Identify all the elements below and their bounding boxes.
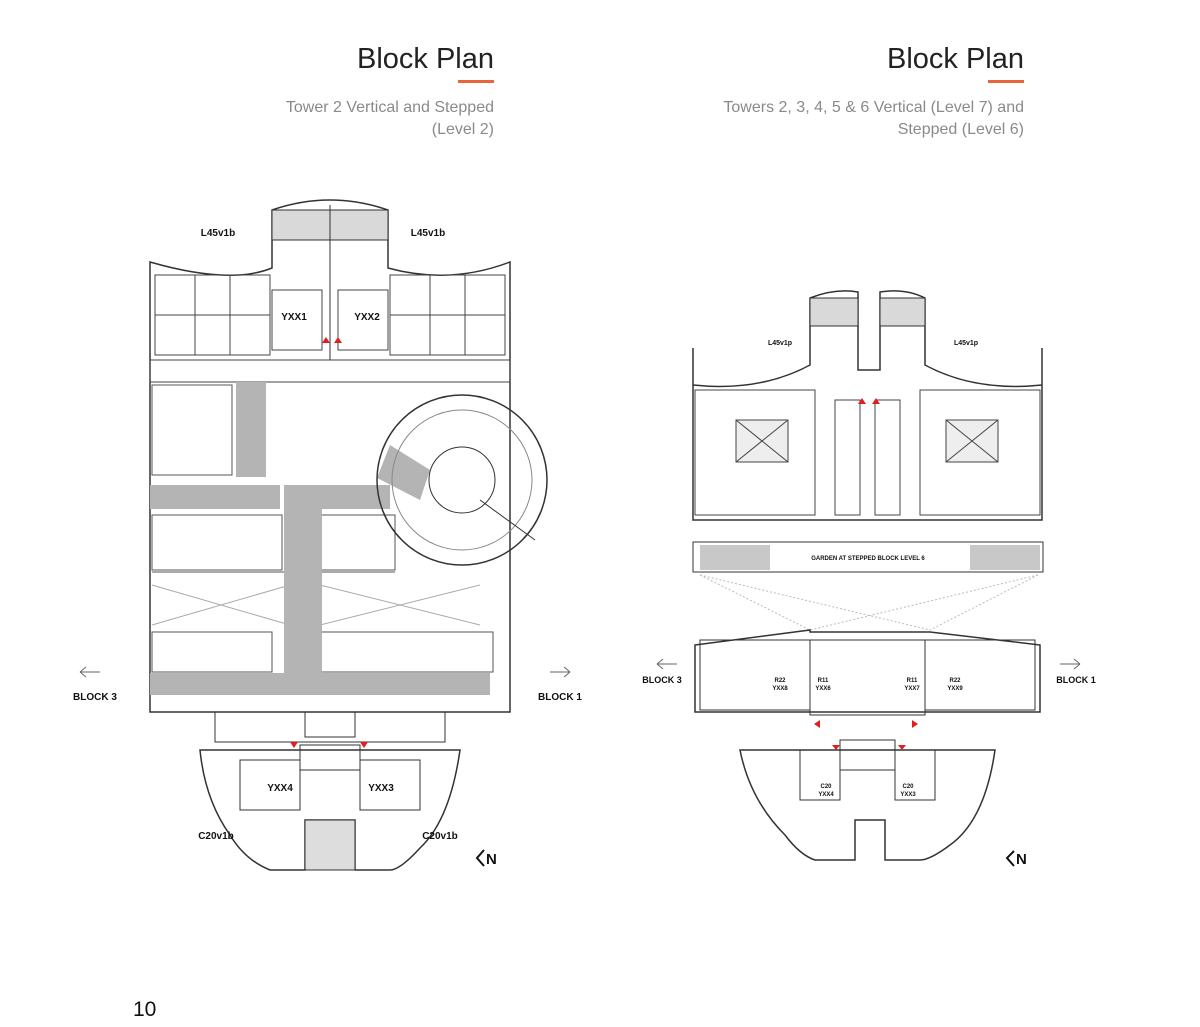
page-number: 10 — [133, 998, 157, 1021]
right-title-underline — [988, 80, 1024, 83]
left-north-label: N — [486, 851, 497, 868]
right-subtitle-line1: Towers 2, 3, 4, 5 & 6 Vertical (Level 7)… — [723, 99, 1024, 116]
right-arrow-block3 — [656, 658, 677, 670]
left-upper-unit-walls — [149, 274, 511, 383]
right-label-block-3: BLOCK 3 — [642, 675, 682, 685]
right-label-unit-top-right: L45v1p — [954, 340, 978, 347]
right-upper-unit-walls — [694, 389, 1041, 516]
left-title: Block Plan — [356, 43, 494, 75]
right-label-r11-left-code: YXX6 — [815, 686, 831, 692]
left-label-block-1: BLOCK 1 — [538, 692, 582, 703]
right-heading: Block Plan Towers 2, 3, 4, 5 & 6 Vertica… — [604, 42, 1024, 141]
left-label-block-3: BLOCK 3 — [73, 692, 117, 703]
left-floor-plan — [79, 199, 571, 871]
left-ramp — [376, 394, 548, 566]
left-north-chevron — [475, 849, 485, 867]
left-arrow-block1 — [550, 666, 571, 678]
right-arrow-block1 — [1060, 658, 1081, 670]
right-lower-wing — [694, 629, 1041, 861]
right-label-c20-right: C20 — [902, 784, 914, 790]
right-label-r11-right-code: YXX7 — [904, 686, 920, 692]
right-label-c20-left-code: YXX4 — [818, 792, 834, 798]
right-label-unit-top-left: L45v1p — [768, 340, 792, 347]
right-garden-strip — [692, 541, 1044, 573]
left-driveways — [150, 382, 490, 695]
left-subtitle: Tower 2 Vertical and Stepped (Level 2) — [94, 97, 494, 141]
left-label-core-4: YXX4 — [267, 783, 293, 794]
right-label-garden: GARDEN AT STEPPED BLOCK LEVEL 6 — [811, 556, 925, 562]
left-lower-wing — [199, 711, 461, 871]
left-heading: Block Plan Tower 2 Vertical and Stepped … — [94, 42, 494, 141]
right-label-r22-right: R22 — [949, 678, 961, 684]
left-label-unit-bottom-left: C20v1b — [198, 831, 234, 842]
right-label-r11-right: R11 — [907, 678, 918, 684]
right-floor-plan — [656, 290, 1081, 867]
left-core-arrows — [290, 337, 368, 748]
right-label-c20-left: C20 — [820, 784, 832, 790]
left-title-underline — [458, 80, 494, 83]
right-subtitle: Towers 2, 3, 4, 5 & 6 Vertical (Level 7)… — [604, 97, 1024, 141]
right-upper-wing — [692, 290, 1043, 521]
right-core-arrows — [814, 398, 918, 750]
right-label-block-1: BLOCK 1 — [1056, 675, 1096, 685]
right-title: Block Plan — [886, 43, 1024, 75]
right-label-r11-left: R11 — [818, 678, 829, 684]
left-label-core-1: YXX1 — [281, 312, 307, 323]
left-label-unit-top-left: L45v1b — [201, 228, 235, 239]
left-label-unit-bottom-right: C20v1b — [422, 831, 458, 842]
left-label-core-3: YXX3 — [368, 783, 394, 794]
right-label-r22-right-code: YXX9 — [947, 686, 963, 692]
left-label-core-2: YXX2 — [354, 312, 380, 323]
right-label-r22-left: R22 — [774, 678, 786, 684]
left-subtitle-line2: (Level 2) — [431, 121, 494, 138]
right-subtitle-line2: Stepped (Level 6) — [897, 121, 1024, 138]
left-parking-stalls — [151, 384, 494, 673]
left-label-unit-top-right: L45v1b — [411, 228, 445, 239]
right-north-chevron — [1005, 850, 1015, 867]
right-north-label: N — [1016, 851, 1027, 868]
right-label-c20-right-code: YXX3 — [900, 792, 916, 798]
right-label-r22-left-code: YXX8 — [772, 686, 788, 692]
left-subtitle-line1: Tower 2 Vertical and Stepped — [285, 99, 494, 116]
left-arrow-block3 — [79, 666, 100, 678]
